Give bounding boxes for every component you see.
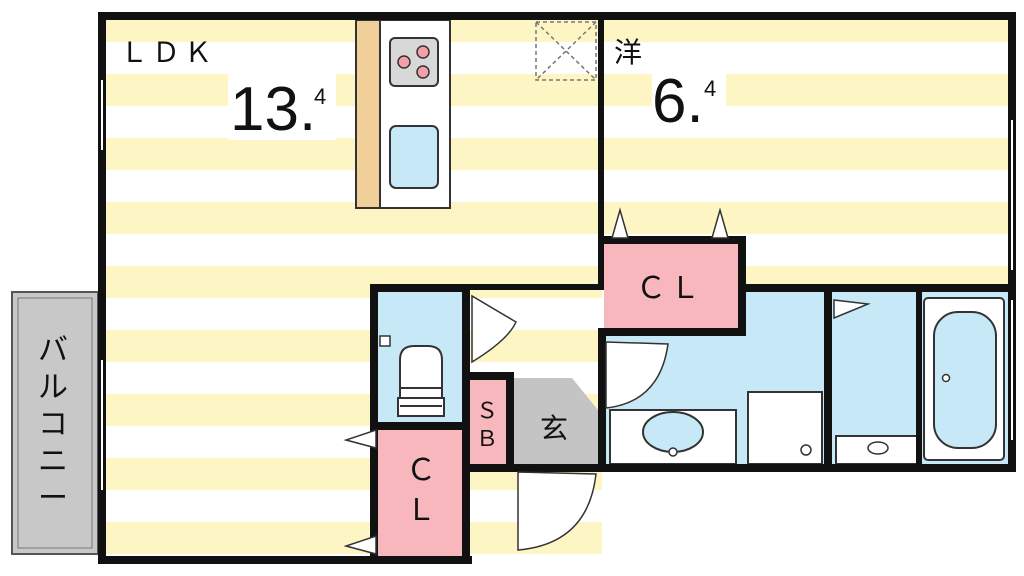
balcony-inner (17, 297, 93, 549)
ventilation-icon (535, 21, 597, 81)
lower-closet-label-c: Ｃ (406, 453, 436, 488)
storage-label-b: Ｂ (476, 427, 498, 452)
upper-closet-label: ＣＬ (636, 271, 704, 306)
storage-box (470, 378, 510, 466)
ldk-size-backdrop (228, 74, 336, 140)
burner-icon (416, 65, 430, 79)
entrance-floor (514, 378, 598, 466)
lower-closet-label-l: Ｌ (406, 493, 436, 528)
ldk-size-main: 13. (230, 75, 316, 144)
ldk-size-decimal: 4 (314, 84, 326, 109)
windows (101, 80, 1013, 490)
western-size-main: 6. (652, 67, 704, 136)
door-swings (343, 207, 871, 555)
western-size-decimal: 4 (704, 76, 716, 101)
burner-icon (416, 45, 430, 59)
bath-basin-icon (867, 441, 889, 455)
balcony-char: コ (38, 407, 68, 442)
kitchen-sink-icon (389, 125, 439, 189)
upper-closet (604, 242, 740, 332)
counter-edge (355, 19, 381, 209)
balcony-char: ー (38, 481, 68, 516)
toilet-icon (397, 345, 445, 417)
drain-icon (800, 444, 812, 456)
balcony-char: ル (38, 370, 68, 405)
stove-icon (389, 37, 439, 87)
entrance-label: 玄 (540, 412, 568, 445)
paper-holder-icon (379, 335, 391, 347)
western-room-label: 洋 (614, 36, 642, 69)
balcony-char: ニ (38, 444, 68, 479)
balcony-char: バ (38, 333, 68, 368)
balcony-label: バ ル コ ニ ー (38, 333, 68, 516)
ldk-label: ＬＤＫ (120, 36, 216, 69)
washing-machine-space (747, 391, 823, 465)
window-frames (98, 80, 1016, 490)
faucet-icon (668, 447, 678, 457)
lower-closet (378, 428, 464, 556)
bathtub-icon (933, 311, 997, 449)
tub-drain-icon (941, 373, 951, 383)
wash-basin-icon (642, 411, 704, 453)
storage-label-s: Ｓ (476, 399, 498, 424)
burner-icon (397, 55, 411, 69)
western-size-backdrop (652, 64, 726, 130)
